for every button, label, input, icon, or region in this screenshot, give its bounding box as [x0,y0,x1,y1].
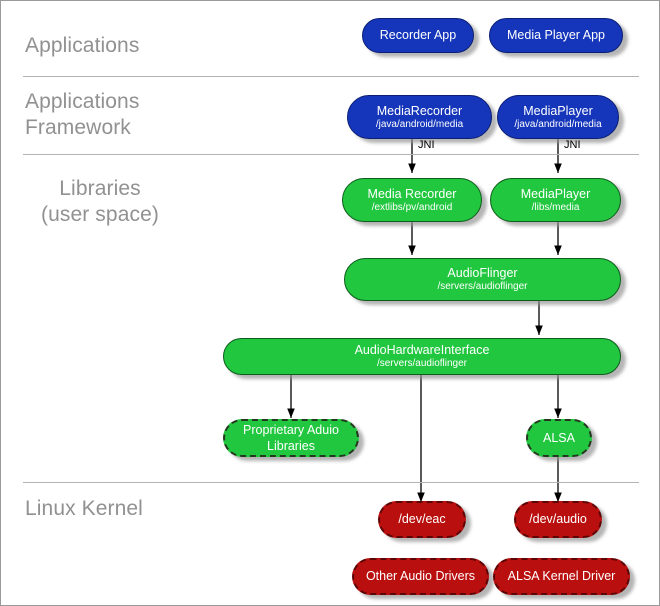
node-dev-eac[interactable]: /dev/eac [378,501,466,538]
node-proprietary-audio-libraries-title: Proprietary Aduio Libraries [243,423,339,453]
node-audioflinger[interactable]: AudioFlinger /servers/audioflinger [344,258,621,301]
node-media-recorder-library[interactable]: Media Recorder /extlibs/pv/android [342,178,482,222]
layer-label-linux-kernel: Linux Kernel [25,497,143,520]
node-audioflinger-path: /servers/audioflinger [437,281,528,292]
node-audiohardwareinterface-path: /servers/audioflinger [376,358,468,369]
node-mediarecorder-framework[interactable]: MediaRecorder /java/android/media [347,95,492,139]
layer-label-applications-framework: Applications Framework [25,90,140,139]
node-audioflinger-title: AudioFlinger [447,266,518,280]
node-recorder-app-title: Recorder App [379,28,457,42]
layer-label-libraries: Libraries (user space) [41,177,159,226]
node-other-audio-drivers-title: Other Audio Drivers [365,569,476,583]
node-media-recorder-library-title: Media Recorder [367,186,457,201]
divider-linux-kernel [23,482,639,483]
node-mediaplayer-library[interactable]: MediaPlayer /libs/media [490,178,621,222]
node-audiohardwareinterface-title: AudioHardwareInterface [354,343,490,357]
node-recorder-app[interactable]: Recorder App [362,18,474,53]
node-proprietary-audio-libraries[interactable]: Proprietary Aduio Libraries [223,419,359,457]
node-mediaplayer-framework[interactable]: MediaPlayer /java/android/media [497,95,619,139]
node-mediaplayer-library-title: MediaPlayer [520,186,591,201]
layer-label-applications: Applications [25,34,140,57]
node-mediarecorder-framework-title: MediaRecorder [376,103,463,118]
node-alsa-title: ALSA [543,430,575,445]
node-alsa-kernel-driver[interactable]: ALSA Kernel Driver [493,558,630,595]
divider-applications-framework [23,154,639,155]
node-audiohardwareinterface[interactable]: AudioHardwareInterface /servers/audiofli… [223,338,621,375]
edge-label-jni-left: JNI [418,139,435,151]
node-dev-audio-title: /dev/audio [529,512,587,526]
node-alsa[interactable]: ALSA [526,419,592,457]
divider-applications [23,76,639,77]
node-dev-audio[interactable]: /dev/audio [514,501,602,538]
node-mediaplayer-library-path: /libs/media [531,201,580,213]
edge-label-jni-right: JNI [564,139,581,151]
node-media-player-app[interactable]: Media Player App [489,18,623,53]
node-mediarecorder-framework-path: /java/android/media [375,118,464,130]
node-other-audio-drivers[interactable]: Other Audio Drivers [352,558,489,595]
node-mediaplayer-framework-title: MediaPlayer [523,103,593,118]
node-media-recorder-library-path: /extlibs/pv/android [371,201,453,213]
node-media-player-app-title: Media Player App [507,28,605,42]
node-alsa-kernel-driver-title: ALSA Kernel Driver [507,569,616,583]
node-dev-eac-title: /dev/eac [398,512,446,526]
node-mediaplayer-framework-path: /java/android/media [514,118,602,130]
